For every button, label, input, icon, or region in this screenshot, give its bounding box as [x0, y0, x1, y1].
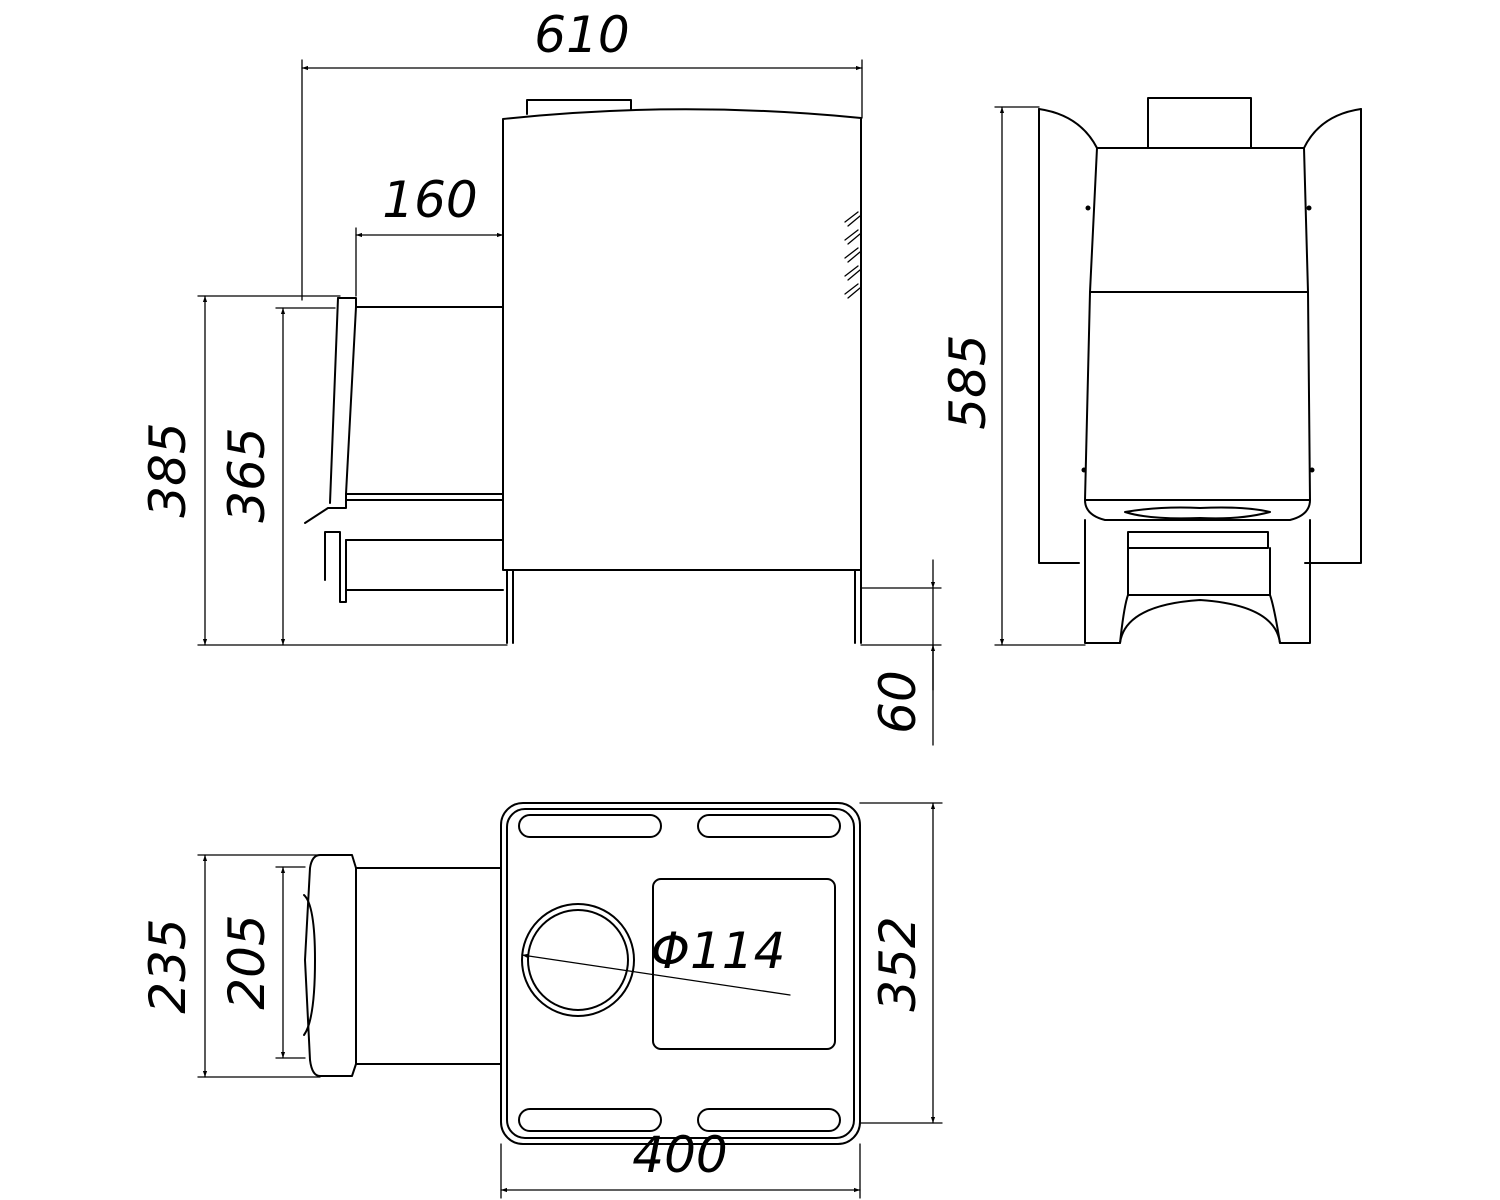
dim-overall-length: 610	[534, 6, 629, 64]
dim-door-height-outer: 385	[139, 422, 197, 517]
dim-total-height: 585	[939, 334, 997, 429]
dim-chimney-diameter: Φ114	[651, 922, 786, 980]
dim-door-width-inner: 205	[218, 914, 276, 1009]
dim-body-width: 400	[632, 1126, 727, 1184]
vent-slots	[844, 211, 861, 299]
top-view	[303, 802, 861, 1145]
dim-door-height-inner: 365	[218, 427, 276, 522]
dim-body-depth: 352	[869, 916, 927, 1011]
dim-door-width-outer: 235	[139, 918, 197, 1013]
side-view	[304, 99, 862, 644]
dimension-labels: 610 160 385 365 585 60 235 205 Φ114 352 …	[139, 6, 997, 1184]
dimension-lines	[197, 59, 1086, 1199]
front-view	[1038, 97, 1362, 644]
dim-leg-height: 60	[869, 670, 927, 734]
dim-door-projection: 160	[382, 171, 477, 229]
